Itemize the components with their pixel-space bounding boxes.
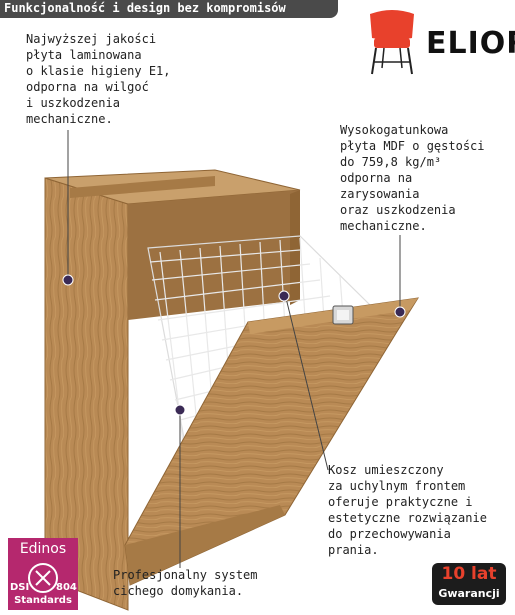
callout-laminate: Najwyższej jakości płyta laminowana o kl… (26, 32, 171, 126)
callout-markers (62, 130, 406, 568)
header-bar: Funkcjonalność i design bez kompromisów (0, 0, 338, 18)
warranty-badge: 10 lat Gwarancji (432, 563, 506, 605)
header-title: Funkcjonalność i design bez kompromisów (4, 1, 286, 15)
edinos-standards: Standards (14, 595, 72, 606)
warranty-label: Gwarancji (438, 587, 500, 600)
edinos-title: Edinos (19, 541, 67, 557)
callout-mdf: Wysokogatunkowa płyta MDF o gęstości do … (340, 123, 485, 233)
callout-soft-close: Profesjonalny system cichego domykania. (113, 568, 258, 598)
edinos-number: 804 (56, 582, 77, 593)
callout-basket: Kosz umieszczony za uchylnym frontem ofe… (328, 463, 487, 557)
edinos-dsi: DSI (10, 582, 30, 593)
warranty-years: 10 lat (441, 564, 497, 584)
red-chair-icon (370, 10, 414, 75)
edinos-seal-icon (8, 538, 78, 610)
right-side-panel (290, 190, 300, 305)
brand-name: ELIOR (426, 26, 515, 61)
edinos-badge: Edinos DSI 804 Standards (8, 538, 78, 610)
